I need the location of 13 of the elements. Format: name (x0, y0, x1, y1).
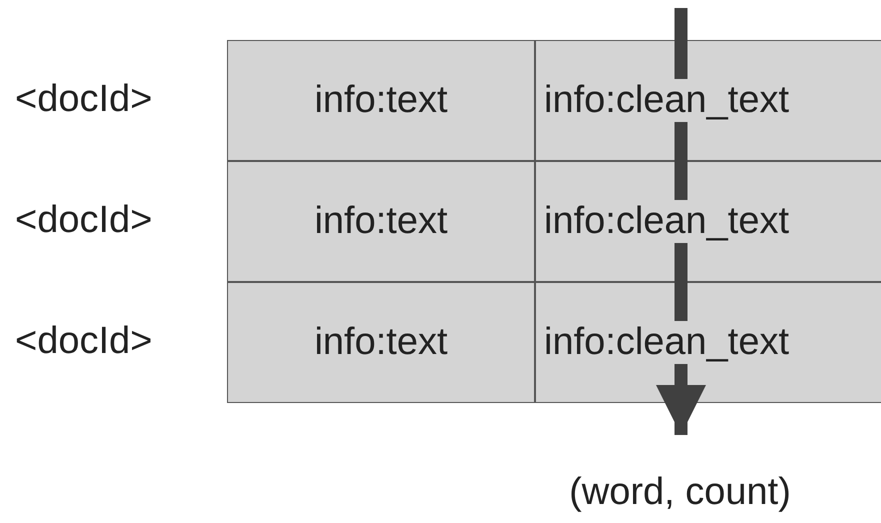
output-label: (word, count) (569, 471, 791, 514)
cell-text: info:clean_text (544, 79, 790, 122)
row-key-label: <docId> (15, 78, 152, 121)
table-cell (535, 282, 881, 403)
row-key-label: <docId> (15, 320, 152, 363)
cell-text: info:clean_text (544, 200, 790, 243)
table-cell (535, 161, 881, 282)
cell-text: info:clean_text (544, 321, 790, 364)
table-cell (227, 40, 535, 161)
row-key-label: <docId> (15, 199, 152, 242)
table-cell (227, 282, 535, 403)
table-cell (227, 161, 535, 282)
table-cell (535, 40, 881, 161)
